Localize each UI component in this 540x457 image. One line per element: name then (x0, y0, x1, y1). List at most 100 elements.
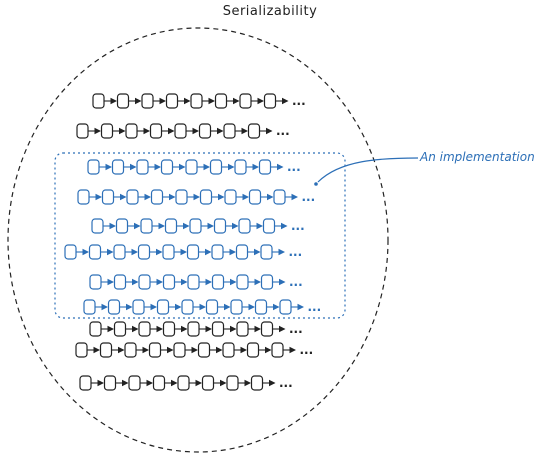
chain-row-1: ... (92, 93, 306, 109)
operation-node (236, 321, 249, 337)
operation-node (91, 218, 104, 234)
operation-node (136, 159, 149, 175)
serializability-boundary (7, 27, 389, 453)
operation-node (187, 321, 200, 337)
operation-node (279, 299, 292, 315)
operation-node (260, 321, 274, 337)
operation-node (149, 123, 163, 139)
operation-node (79, 375, 92, 391)
operation-node (175, 189, 188, 205)
chain-ellipsis: ... (289, 245, 303, 259)
operation-node (92, 93, 105, 109)
chain-ellipsis: ... (279, 376, 293, 390)
operation-node (115, 218, 129, 234)
operation-node (213, 218, 227, 234)
operation-node (258, 159, 272, 175)
operation-node (174, 123, 187, 139)
operation-node (177, 375, 190, 391)
operation-node (226, 375, 239, 391)
operation-node (190, 93, 203, 109)
operation-node (271, 342, 284, 358)
chain-row-11: ... (79, 375, 293, 391)
operation-node (211, 321, 225, 337)
diagram-title: Serializability (222, 4, 318, 19)
operation-node (250, 375, 264, 391)
operation-node (77, 189, 90, 205)
operation-node (199, 189, 213, 205)
operation-node (234, 159, 247, 175)
operation-node (230, 299, 243, 315)
operation-node (128, 375, 141, 391)
operation-node (211, 274, 225, 290)
operation-node (137, 244, 151, 260)
operation-node (209, 159, 223, 175)
operation-node (201, 375, 215, 391)
operation-node (126, 189, 139, 205)
operation-node (187, 274, 200, 290)
chains-group: ................................. (64, 93, 322, 391)
operation-node (162, 244, 175, 260)
implementation-callout (317, 157, 419, 183)
chain-row-5: ... (91, 218, 305, 234)
chain-ellipsis: ... (289, 275, 303, 289)
callout-dot (314, 182, 318, 186)
operation-node (185, 159, 198, 175)
operation-node (76, 123, 89, 139)
operation-node (138, 274, 151, 290)
chain-row-4: ... (77, 189, 316, 205)
operation-node (254, 299, 268, 315)
operation-node (125, 123, 138, 139)
operation-node (88, 244, 102, 260)
operation-node (152, 375, 166, 391)
operation-node (150, 189, 164, 205)
operation-node (165, 93, 179, 109)
operation-node (248, 189, 262, 205)
operation-node (205, 299, 219, 315)
operation-node (156, 299, 170, 315)
operation-node (186, 244, 200, 260)
operation-node (236, 274, 249, 290)
chain-ellipsis: ... (292, 94, 306, 108)
operation-node (223, 123, 236, 139)
chain-ellipsis: ... (287, 160, 301, 174)
implementation-boundary (54, 152, 346, 319)
operation-node (235, 244, 249, 260)
operation-node (75, 342, 88, 358)
chain-ellipsis: ... (308, 300, 322, 314)
operation-node (103, 375, 117, 391)
operation-node (189, 218, 202, 234)
operation-node (116, 93, 130, 109)
operation-node (181, 299, 194, 315)
operation-node (262, 218, 276, 234)
operation-node (160, 159, 174, 175)
chain-row-9: ... (89, 321, 303, 337)
operation-node (224, 189, 237, 205)
chain-row-7: ... (89, 274, 303, 290)
operation-node (263, 93, 277, 109)
operation-node (197, 342, 211, 358)
operation-node (140, 218, 153, 234)
operation-node (124, 342, 137, 358)
operation-node (113, 244, 126, 260)
operation-node (246, 342, 260, 358)
operation-node (260, 244, 273, 260)
operation-node (64, 244, 77, 260)
chain-row-10: ... (75, 342, 313, 358)
operation-node (239, 93, 252, 109)
implementation-label: An implementation (420, 150, 535, 164)
operation-node (148, 342, 162, 358)
operation-node (173, 342, 186, 358)
operation-node (100, 123, 114, 139)
operation-node (273, 189, 286, 205)
chain-ellipsis: ... (276, 124, 290, 138)
operation-node (113, 274, 127, 290)
operation-node (211, 244, 224, 260)
operation-node (198, 123, 212, 139)
operation-node (89, 274, 102, 290)
chain-ellipsis: ... (302, 190, 316, 204)
operation-node (238, 218, 251, 234)
chain-row-2: ... (76, 123, 290, 139)
chain-row-8: ... (83, 299, 322, 315)
operation-node (162, 274, 176, 290)
operation-node (99, 342, 113, 358)
